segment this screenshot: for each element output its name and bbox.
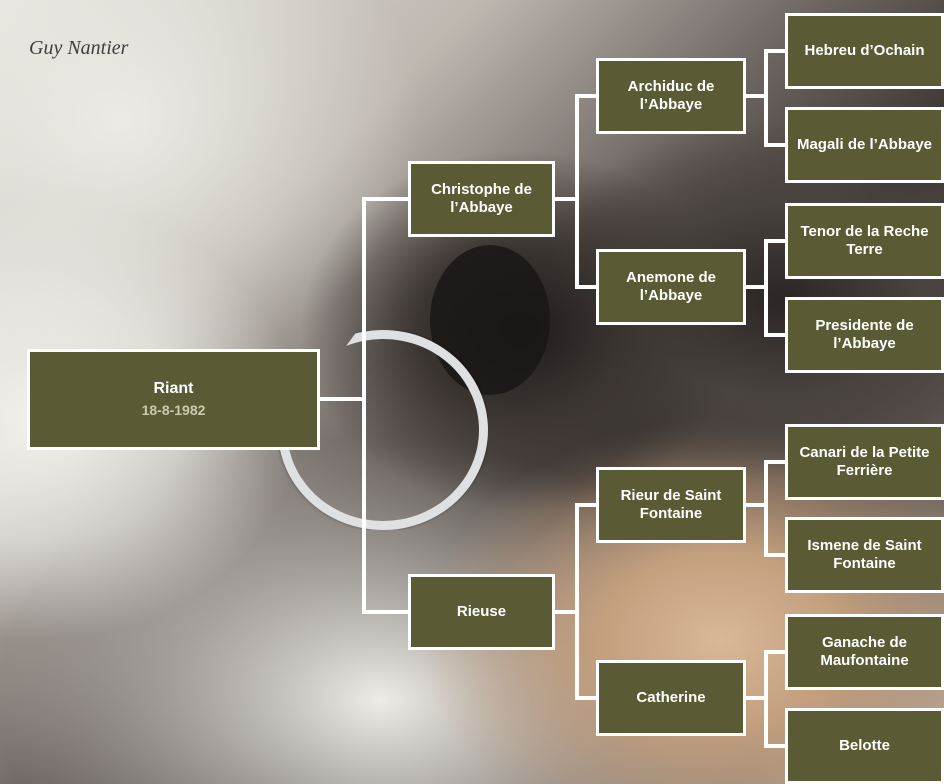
great-grandparent-name: Belotte [839,737,890,754]
great-grandparent-name: Ismene de Saint Fontaine [807,537,922,572]
great-grandparent-name: Ganache de Maufontaine [820,634,909,669]
paternal-grandsire-node: Archiduc de l’Abbaye [596,58,746,134]
sire-name: Christophe de l’Abbaye [431,181,532,216]
great-grandparent-node: Magali de l’Abbaye [785,107,944,183]
great-grandparent-node: Tenor de la Reche Terre [785,203,944,279]
paternal-granddam-name: Anemone de l’Abbaye [625,269,716,304]
dam-name: Rieuse [456,603,507,620]
maternal-granddam-node: Catherine [596,660,746,736]
subject-birthdate: 18-8-1982 [141,402,206,418]
great-grandparent-node: Canari de la Petite Ferrière [785,424,944,500]
great-grandparent-node: Belotte [785,708,944,784]
great-grandparent-node: Ismene de Saint Fontaine [785,517,944,593]
great-grandparent-name: Hebreu d’Ochain [804,42,925,59]
subject-name: Riant [153,380,194,397]
dam-node: Rieuse [408,574,555,650]
maternal-grandsire-name: Rieur de Saint Fontaine [620,487,722,522]
sire-node: Christophe de l’Abbaye [408,161,555,237]
maternal-granddam-name: Catherine [636,689,706,706]
great-grandparent-node: Hebreu d’Ochain [785,13,944,89]
great-grandparent-node: Ganache de Maufontaine [785,614,944,690]
great-grandparent-name: Canari de la Petite Ferrière [799,444,930,479]
great-grandparent-name: Presidente de l’Abbaye [815,317,914,352]
great-grandparent-node: Presidente de l’Abbaye [785,297,944,373]
maternal-grandsire-node: Rieur de Saint Fontaine [596,467,746,543]
paternal-grandsire-name: Archiduc de l’Abbaye [627,78,715,113]
great-grandparent-name: Magali de l’Abbaye [796,136,933,153]
great-grandparent-name: Tenor de la Reche Terre [800,223,929,258]
subject-node: Riant 18-8-1982 [27,349,320,450]
paternal-granddam-node: Anemone de l’Abbaye [596,249,746,325]
photo-credit: Guy Nantier [29,37,129,59]
